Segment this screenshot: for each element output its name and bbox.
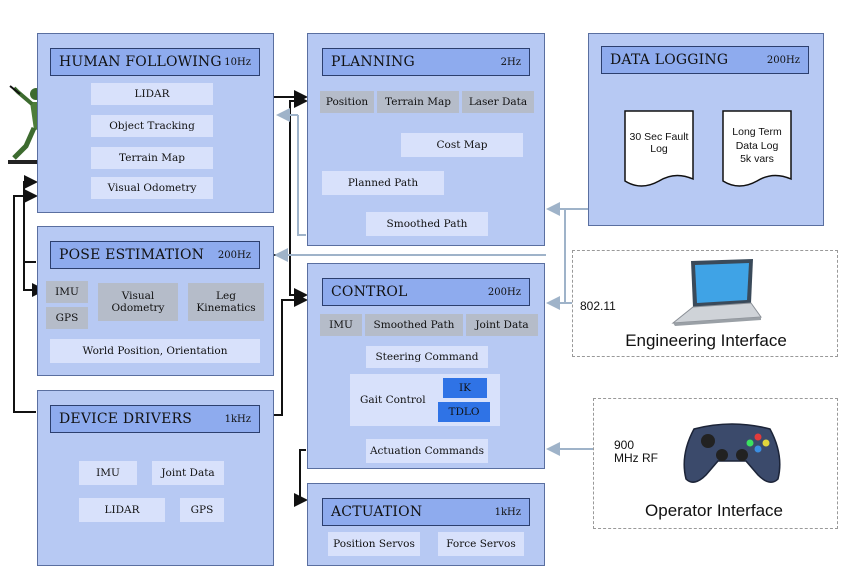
force-servos-block: Force Servos xyxy=(438,532,524,556)
data-logging-module: DATA LOGGING 200Hz 30 Sec Fault Log Long… xyxy=(588,33,824,226)
module-title: ACTUATION xyxy=(331,504,423,520)
gps-block: GPS xyxy=(180,498,224,522)
planned-path-block: Planned Path xyxy=(322,171,444,195)
position-input: Position xyxy=(320,91,374,113)
terrain-map-input: Terrain Map xyxy=(377,91,459,113)
fault-log-document-icon xyxy=(624,110,694,187)
steering-command-block: Steering Command xyxy=(366,346,488,368)
joint-data-input: Joint Data xyxy=(466,314,538,336)
human-following-header: HUMAN FOLLOWING 10Hz xyxy=(50,48,260,76)
module-rate: 1kHz xyxy=(494,506,521,518)
ik-block: IK xyxy=(443,378,487,398)
fault-log-label: 30 Sec Fault Log xyxy=(629,131,689,155)
module-title: DATA LOGGING xyxy=(610,52,729,68)
operator-interface-box: 900 MHz RF Operator Interface xyxy=(593,398,838,529)
rf-link-line1: 900 xyxy=(614,438,635,452)
imu-block: IMU xyxy=(79,461,137,485)
module-title: DEVICE DRIVERS xyxy=(59,411,193,427)
long-term-log-document-icon xyxy=(722,110,792,187)
rf-link-label: 900 MHz RF xyxy=(614,439,658,464)
actuation-module: ACTUATION 1kHz Position Servos Force Ser… xyxy=(307,483,545,566)
terrain-map-block: Terrain Map xyxy=(91,147,213,169)
object-tracking-block: Object Tracking xyxy=(91,115,213,137)
device-drivers-module: DEVICE DRIVERS 1kHz IMU Joint Data LIDAR… xyxy=(37,390,274,566)
module-rate: 1kHz xyxy=(224,413,251,425)
planning-header: PLANNING 2Hz xyxy=(322,48,530,76)
pose-estimation-module: POSE ESTIMATION 200Hz IMU GPS Visual Odo… xyxy=(37,226,274,376)
module-title: POSE ESTIMATION xyxy=(59,247,205,263)
laser-data-input: Laser Data xyxy=(462,91,534,113)
control-module: CONTROL 200Hz IMU Smoothed Path Joint Da… xyxy=(307,263,545,469)
module-rate: 2Hz xyxy=(500,56,521,68)
actuation-header: ACTUATION 1kHz xyxy=(322,498,530,526)
cost-map-block: Cost Map xyxy=(401,133,523,157)
module-rate: 200Hz xyxy=(487,286,521,298)
module-rate: 200Hz xyxy=(217,249,251,261)
long-term-line3: 5k vars xyxy=(740,153,774,166)
module-rate: 200Hz xyxy=(766,54,800,66)
module-rate: 10Hz xyxy=(224,56,251,68)
device-drivers-header: DEVICE DRIVERS 1kHz xyxy=(50,405,260,433)
lidar-block: LIDAR xyxy=(91,83,213,105)
engineering-interface-label: Engineering Interface xyxy=(625,331,787,350)
imu-input: IMU xyxy=(320,314,362,336)
long-term-line1: Long Term xyxy=(732,126,782,138)
laptop-icon xyxy=(671,259,762,326)
engineering-interface-box: 802.11 Engineering Interface xyxy=(572,250,838,357)
module-title: PLANNING xyxy=(331,54,415,70)
visual-odometry-block: Visual Odometry xyxy=(91,177,213,199)
gps-block: GPS xyxy=(46,307,88,329)
module-title: CONTROL xyxy=(331,284,408,300)
visual-odometry-block: Visual Odometry xyxy=(98,283,178,321)
rf-link-line2: MHz RF xyxy=(614,450,658,465)
gamepad-icon xyxy=(683,423,781,483)
tdlo-block: TDLO xyxy=(438,402,490,422)
pose-estimation-header: POSE ESTIMATION 200Hz xyxy=(50,241,260,269)
actuation-commands-block: Actuation Commands xyxy=(366,439,488,463)
planning-module: PLANNING 2Hz Position Terrain Map Laser … xyxy=(307,33,545,246)
imu-block: IMU xyxy=(46,281,88,303)
position-servos-block: Position Servos xyxy=(328,532,420,556)
leg-kinematics-block: Leg Kinematics xyxy=(188,283,264,321)
joint-data-block: Joint Data xyxy=(152,461,224,485)
gait-control-label: Gait Control xyxy=(360,393,426,406)
smoothed-path-input: Smoothed Path xyxy=(365,314,463,336)
wifi-link-label: 802.11 xyxy=(580,299,616,313)
world-position-block: World Position, Orientation xyxy=(50,339,260,363)
smoothed-path-block: Smoothed Path xyxy=(366,212,488,236)
long-term-log-label: Long Term Data Log 5k vars xyxy=(724,126,790,167)
data-logging-header: DATA LOGGING 200Hz xyxy=(601,46,809,74)
control-header: CONTROL 200Hz xyxy=(322,278,530,306)
operator-interface-label: Operator Interface xyxy=(645,501,783,520)
human-following-module: HUMAN FOLLOWING 10Hz LIDAR Object Tracki… xyxy=(37,33,274,213)
long-term-line2: Data Log xyxy=(735,139,779,152)
module-title: HUMAN FOLLOWING xyxy=(59,54,222,70)
lidar-block: LIDAR xyxy=(79,498,165,522)
